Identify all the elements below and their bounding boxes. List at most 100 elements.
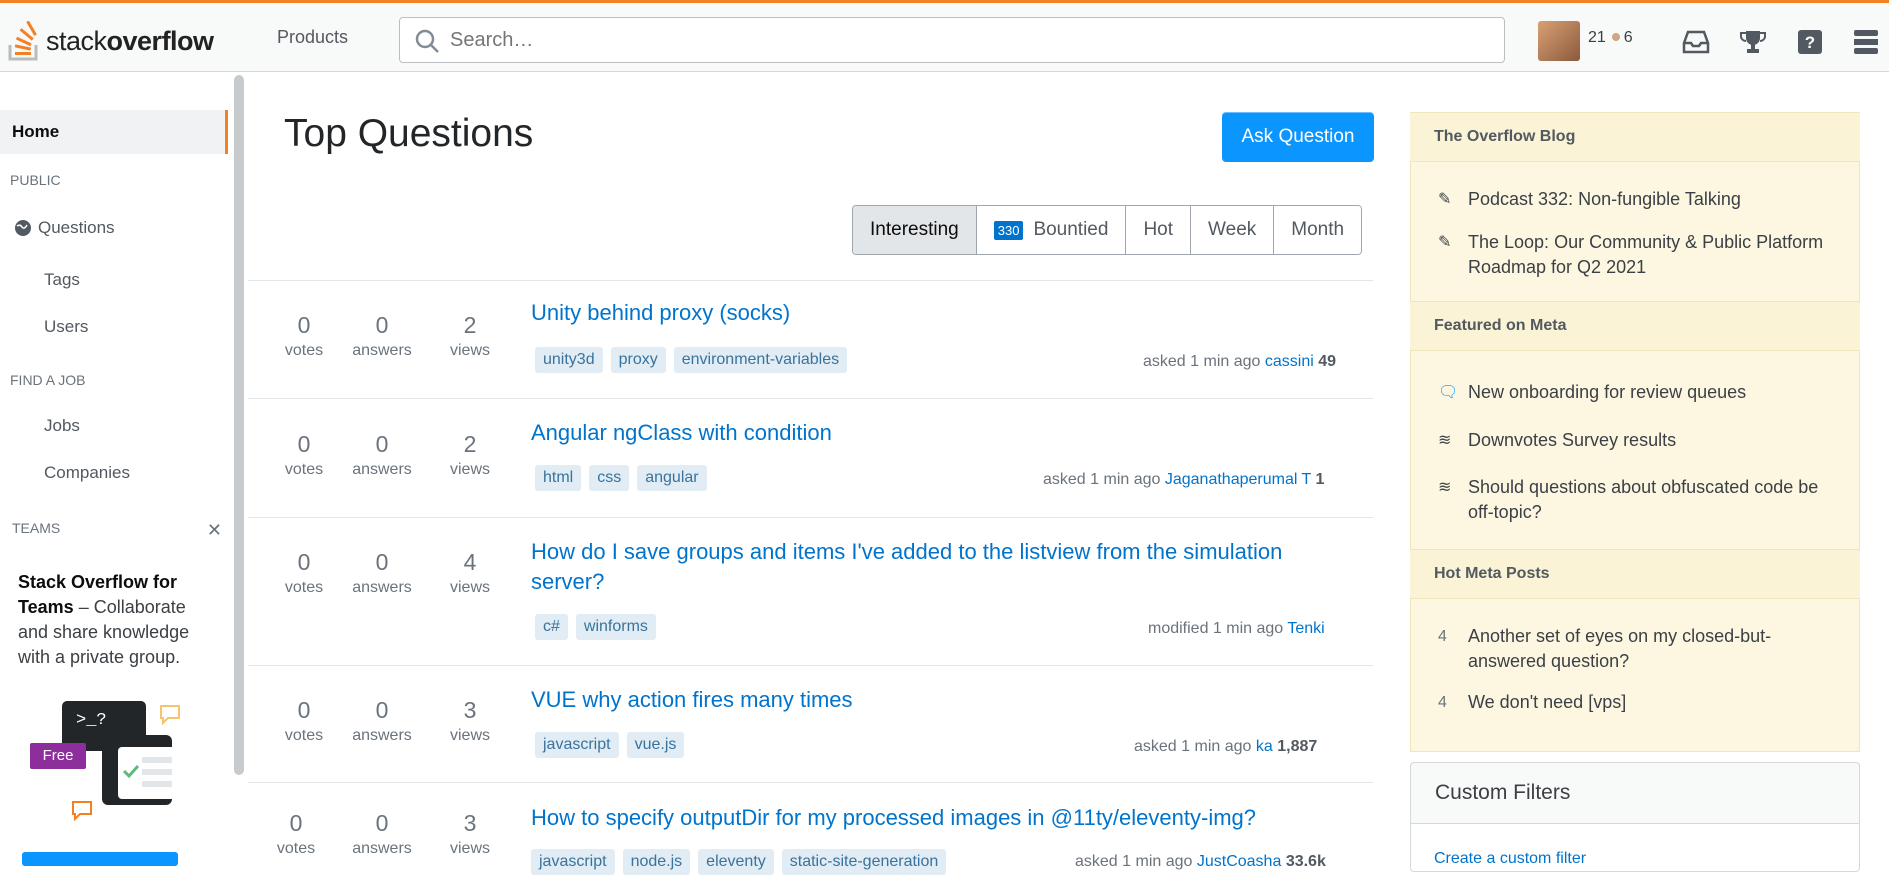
tag-proxy[interactable]: proxy	[610, 347, 666, 373]
question-title-link[interactable]: Unity behind proxy (socks)	[531, 300, 791, 325]
logo-wordmark: stackoverflow	[46, 25, 214, 56]
blog-item-title[interactable]: The Loop: Our Community & Public Platfor…	[1468, 232, 1824, 277]
hot-meta-item[interactable]: 4 We don't need [vps]	[1438, 690, 1848, 715]
tag-vuejs[interactable]: vue.js	[626, 732, 685, 758]
nav-users[interactable]: Users	[44, 317, 89, 336]
tag-javascript[interactable]: javascript	[535, 732, 619, 758]
tag-csharp[interactable]: c#	[535, 614, 568, 640]
teams-illustration: >_? Free	[22, 695, 190, 825]
chat-icon: 🗨	[1438, 384, 1459, 401]
featured-item[interactable]: 🗨 New onboarding for review queues	[1438, 380, 1848, 405]
nav-home[interactable]: Home	[0, 110, 228, 154]
question-title-link[interactable]: How do I save groups and items I've adde…	[531, 539, 1283, 594]
tag-static-site-generation[interactable]: static-site-generation	[781, 849, 947, 875]
hot-meta-count: 4	[1438, 628, 1447, 645]
stackoverflow-logo[interactable]: stackoverflow	[6, 19, 214, 63]
help-icon: ?	[1798, 30, 1822, 54]
hot-meta-item[interactable]: 4 Another set of eyes on my closed-but-a…	[1438, 624, 1848, 674]
user-avatar[interactable]	[1538, 21, 1580, 61]
featured-item[interactable]: ≋ Downvotes Survey results	[1438, 428, 1848, 453]
tag-html[interactable]: html	[535, 465, 582, 491]
teams-close-icon[interactable]: ✕	[206, 520, 222, 540]
tag-eleventy[interactable]: eleventy	[698, 849, 774, 875]
blog-item[interactable]: ✎ The Loop: Our Community & Public Platf…	[1438, 230, 1848, 280]
divider	[248, 280, 1373, 281]
hot-meta-title[interactable]: We don't need [vps]	[1468, 692, 1627, 712]
achievements-button[interactable]	[1733, 23, 1773, 61]
question-title-link[interactable]: How to specify outputDir for my processe…	[531, 805, 1257, 830]
tab-hot[interactable]: Hot	[1126, 206, 1192, 254]
question-user-link[interactable]: Jaganathaperumal T	[1164, 471, 1312, 488]
question-user-link[interactable]: cassini	[1264, 353, 1314, 370]
products-menu[interactable]: Products	[277, 27, 349, 47]
stack-exchange-icon	[1854, 30, 1878, 54]
teams-label: TEAMS	[12, 520, 61, 536]
sidebar-scrollbar[interactable]	[232, 73, 246, 775]
featured-item-title[interactable]: Should questions about obfuscated code b…	[1468, 477, 1819, 522]
question-meta: asked 1 min ago Jaganathaperumal T 1	[1043, 471, 1325, 488]
question-meta: asked 1 min ago ka 1,887	[1134, 738, 1318, 755]
checkmark-icon	[122, 757, 172, 787]
blog-item-title[interactable]: Podcast 332: Non-fungible Talking	[1468, 189, 1741, 209]
hot-meta-title[interactable]: Another set of eyes on my closed-but-ans…	[1468, 626, 1772, 671]
free-badge: Free	[30, 743, 86, 769]
nav-questions-label: Questions	[38, 218, 115, 237]
inbox-button[interactable]	[1676, 23, 1716, 61]
tag-environment-variables[interactable]: environment-variables	[673, 347, 848, 373]
create-custom-filter-link[interactable]: Create a custom filter	[1434, 850, 1587, 867]
divider	[248, 398, 1373, 399]
create-team-button[interactable]	[22, 852, 178, 866]
nav-tags[interactable]: Tags	[44, 270, 80, 289]
tab-week[interactable]: Week	[1191, 206, 1275, 254]
tag-nodejs[interactable]: node.js	[622, 849, 691, 875]
scrollbar-thumb[interactable]	[234, 75, 244, 775]
question-user-link[interactable]: Tenki	[1287, 620, 1325, 637]
question-title-link[interactable]: VUE why action fires many times	[531, 687, 853, 712]
stackoverflow-logo-icon	[8, 21, 38, 61]
tab-month[interactable]: Month	[1274, 206, 1362, 254]
featured-item[interactable]: ≋ Should questions about obfuscated code…	[1438, 475, 1848, 525]
nav-companies[interactable]: Companies	[44, 463, 130, 482]
top-bar: stackoverflow Products 216 ?	[0, 0, 1889, 72]
teams-promo-title: Stack Overflow for Teams	[18, 572, 178, 617]
help-button[interactable]: ?	[1790, 23, 1830, 61]
nav-section-find-job: FIND A JOB	[10, 372, 86, 388]
ask-question-button[interactable]: Ask Question	[1222, 112, 1374, 162]
tag-angular[interactable]: angular	[637, 465, 707, 491]
featured-item-title[interactable]: New onboarding for review queues	[1468, 382, 1747, 402]
search-input[interactable]	[450, 28, 1450, 52]
search-box[interactable]	[399, 17, 1505, 63]
question-title-link[interactable]: Angular ngClass with condition	[531, 420, 832, 445]
trophy-icon	[1740, 31, 1766, 53]
tab-interesting[interactable]: Interesting	[853, 206, 977, 254]
bronze-badge-icon	[1611, 33, 1620, 41]
featured-item-title[interactable]: Downvotes Survey results	[1468, 430, 1677, 450]
globe-icon	[15, 220, 31, 236]
tag-winforms[interactable]: winforms	[575, 614, 656, 640]
teams-header: TEAMS ✕	[12, 520, 222, 541]
tag-javascript[interactable]: javascript	[531, 849, 615, 875]
tag-unity3d[interactable]: unity3d	[535, 347, 603, 373]
site-switcher-button[interactable]	[1846, 23, 1886, 61]
message-icon	[72, 801, 92, 821]
question-user-link[interactable]: ka	[1255, 738, 1273, 755]
question-tags: javascript vue.js	[535, 732, 685, 758]
blog-item[interactable]: ✎ Podcast 332: Non-fungible Talking	[1438, 187, 1848, 212]
nav-jobs[interactable]: Jobs	[44, 416, 80, 435]
divider	[248, 517, 1373, 518]
nav-questions[interactable]: Questions	[14, 218, 115, 238]
tag-css[interactable]: css	[589, 465, 630, 491]
